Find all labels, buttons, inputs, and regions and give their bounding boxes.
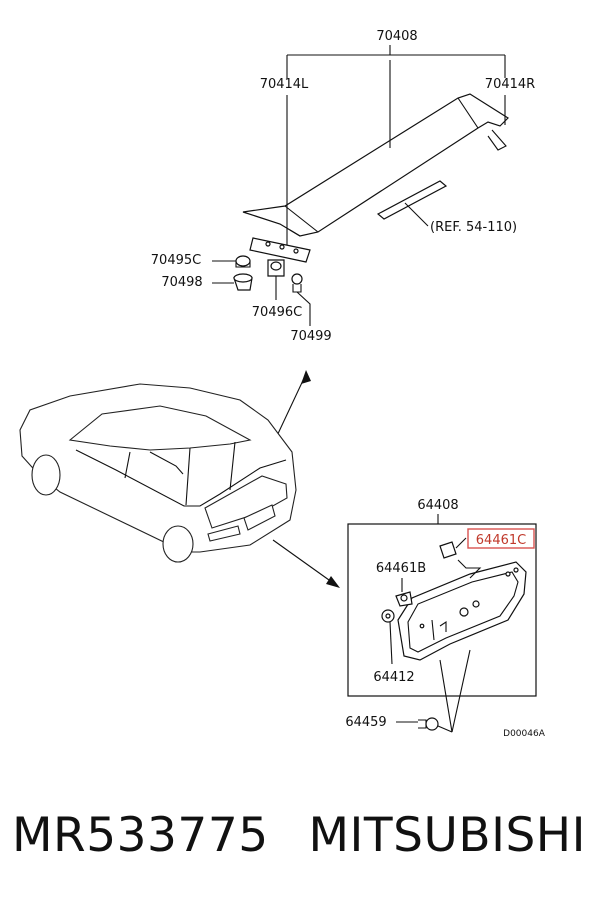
label-70499: 70499 (290, 329, 331, 344)
rear-wheel (162, 525, 194, 563)
label-70414R: 70414R (485, 77, 535, 92)
label-64408: 64408 (417, 498, 458, 513)
endcap-right-shape (487, 129, 507, 151)
front-wheel (31, 454, 61, 496)
part-64461B (395, 591, 413, 607)
label-70414L: 70414L (260, 77, 309, 92)
label-70495C: 70495C (151, 253, 201, 268)
part-number: MR533775 (12, 808, 269, 863)
trunk-spoiler (204, 475, 288, 529)
spoiler-leader-bracket (286, 45, 506, 78)
label-64461B: 64461B (376, 561, 426, 576)
part-64412 (381, 609, 395, 623)
label-ref: (REF. 54-110) (430, 220, 517, 235)
trunk-lamp (243, 504, 276, 531)
label-drawing-code: D00046A (503, 729, 546, 739)
label-70408: 70408 (376, 29, 417, 44)
clip-70496C (267, 259, 285, 277)
lamp-assembly: 64408 64461C 64461B 64412 (345, 498, 545, 739)
screw-70499 (291, 273, 303, 293)
clip-70498 (233, 273, 253, 291)
spoiler-assembly: 70408 70414L 70414R (REF. 54-110) 70495C (151, 29, 535, 344)
lamp-detail-frame (347, 523, 537, 697)
part-64461C (439, 541, 457, 559)
part-64459 (418, 717, 439, 731)
mounting-plate (249, 237, 311, 263)
spoiler-light-strip (376, 180, 448, 220)
label-64461C: 64461C (476, 533, 526, 548)
label-70498: 70498 (161, 275, 202, 290)
highlight-64461C (467, 528, 535, 549)
label-70496C: 70496C (252, 305, 302, 320)
label-64412: 64412 (373, 670, 414, 685)
clip-70495C (235, 255, 251, 268)
caption-bar: MR533775 MITSUBISHI (0, 808, 600, 878)
spoiler-wing (242, 93, 509, 237)
label-64459: 64459 (345, 715, 386, 730)
brand-name: MITSUBISHI (308, 808, 586, 863)
car-illustration (19, 383, 297, 563)
